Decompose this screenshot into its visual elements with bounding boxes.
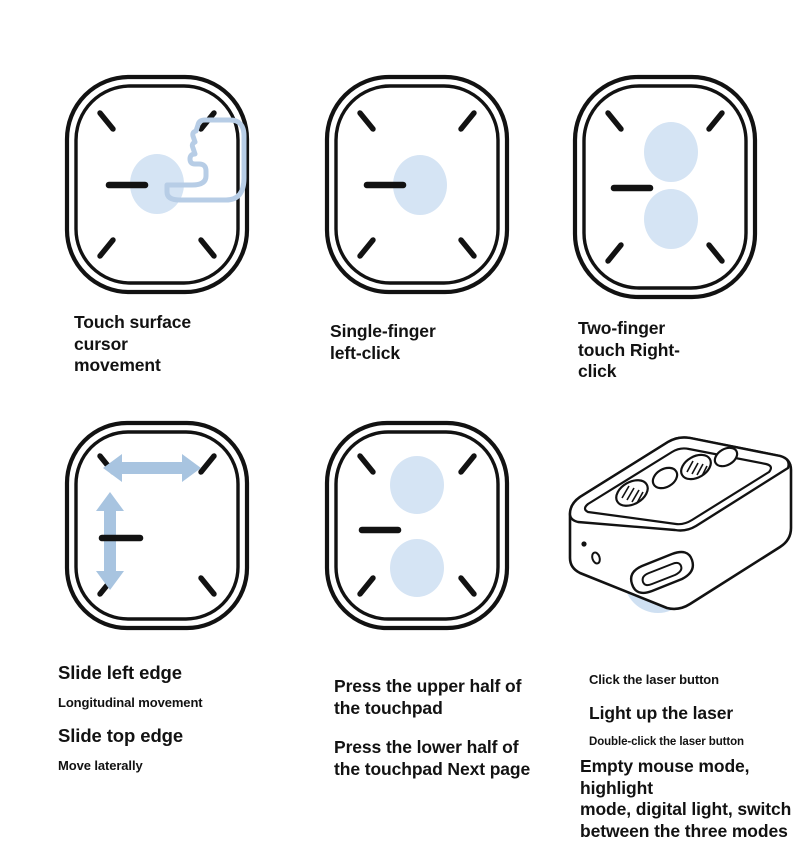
corner-tick-bottom-left-icon xyxy=(97,237,116,259)
figure-presenter-device xyxy=(568,436,793,613)
caption-two-finger-touch-right-click: Two-finger touch Right- click xyxy=(578,318,788,383)
caption-press-upper-half: Press the upper half of the touchpad xyxy=(334,676,564,719)
caption-line-2: cursor xyxy=(74,333,128,354)
hand-cursor-icon xyxy=(164,117,247,203)
horizontal-double-arrow-icon xyxy=(103,454,201,482)
caption-click-the-laser-button: Click the laser button xyxy=(589,672,719,687)
caption-line-1: Touch surface xyxy=(74,312,192,332)
caption-move-laterally: Move laterally xyxy=(58,758,143,773)
touchpad-outline xyxy=(64,420,250,631)
caption-line-1: Empty mouse mode, highlight xyxy=(580,756,750,798)
caption-line-2: the touchpad xyxy=(334,697,443,718)
device-laser-button-inner xyxy=(641,561,683,587)
caption-line-3: click xyxy=(578,361,617,382)
touchpad-outline xyxy=(64,74,250,295)
touchpad-outline xyxy=(572,74,758,300)
corner-tick-bottom-right-icon xyxy=(706,242,725,264)
figure-touchpad-upper-lower-contacts xyxy=(322,418,512,633)
caption-line-3: movement xyxy=(74,355,161,376)
caption-touch-surface-cursor-movement: Touch surface cursor movement xyxy=(74,312,274,377)
caption-line-3: between the three modes xyxy=(580,821,788,842)
touchpad-inner-border xyxy=(334,430,500,621)
touchpad-inner-border xyxy=(582,84,748,290)
corner-tick-bottom-left-icon xyxy=(605,242,624,264)
corner-tick-top-right-icon xyxy=(458,110,477,132)
panel-single-finger-left-click xyxy=(300,72,560,392)
corner-tick-top-right-icon xyxy=(706,110,725,132)
panel-slide-edges xyxy=(40,418,300,798)
caption-line-1: Single-finger xyxy=(330,321,436,341)
corner-tick-bottom-right-icon xyxy=(458,575,477,597)
panel-press-touchpad-halves xyxy=(300,418,560,798)
device-button-ribbed-midright-texture xyxy=(686,460,708,477)
caption-line-1: Press the upper half of xyxy=(334,676,522,696)
figure-touchpad-with-hand-cursor xyxy=(62,72,252,297)
device-charging-port-icon xyxy=(591,551,601,565)
upper-half-contact-blob xyxy=(390,456,444,514)
figure-touchpad-one-contact xyxy=(322,72,512,297)
corner-tick-bottom-right-icon xyxy=(198,575,217,597)
device-button-oval-right xyxy=(713,446,739,468)
caption-line-2: mode, digital light, switch xyxy=(580,799,792,820)
panel-two-finger-touch-right-click xyxy=(548,72,799,402)
corner-tick-top-left-icon xyxy=(97,110,116,132)
corner-tick-bottom-left-icon xyxy=(357,237,376,259)
caption-single-finger-left-click: Single-finger left-click xyxy=(330,321,530,364)
caption-line-2: left-click xyxy=(330,342,400,363)
panel-laser-button xyxy=(548,418,799,798)
figure-touchpad-two-contacts xyxy=(570,72,760,300)
lower-half-contact-blob xyxy=(390,539,444,597)
caption-line-1: Press the lower half of xyxy=(334,737,519,757)
caption-longitudinal-movement: Longitudinal movement xyxy=(58,695,203,710)
caption-press-lower-half: Press the lower half of the touchpad Nex… xyxy=(334,737,574,780)
finger-contact-blob-lower xyxy=(644,189,698,249)
finger-contact-blob xyxy=(393,155,447,215)
corner-tick-top-right-icon xyxy=(198,453,217,475)
corner-tick-top-left-icon xyxy=(357,110,376,132)
finger-contact-blob-upper xyxy=(644,122,698,182)
corner-tick-top-left-icon xyxy=(357,453,376,475)
caption-three-modes: Empty mouse mode, highlight mode, digita… xyxy=(580,756,799,843)
corner-tick-top-right-icon xyxy=(458,453,477,475)
device-led-indicator-icon xyxy=(581,541,587,547)
caption-line-1: Two-finger xyxy=(578,318,666,338)
caption-light-up-the-laser: Light up the laser xyxy=(589,703,734,723)
corner-tick-bottom-right-icon xyxy=(458,237,477,259)
touchpad-outline xyxy=(324,420,510,631)
corner-tick-top-left-icon xyxy=(605,110,624,132)
caption-double-click-the-laser-button: Double-click the laser button xyxy=(589,736,744,748)
device-button-ribbed-left-texture xyxy=(621,485,644,504)
corner-tick-bottom-left-icon xyxy=(357,575,376,597)
caption-slide-top-edge: Slide top edge xyxy=(58,725,184,746)
caption-line-2: the touchpad Next page xyxy=(334,758,531,779)
corner-tick-bottom-right-icon xyxy=(198,237,217,259)
figure-touchpad-with-arrows xyxy=(62,418,252,633)
caption-line-2: touch Right- xyxy=(578,339,680,360)
caption-slide-left-edge: Slide left edge xyxy=(58,662,182,683)
device-button-oval-midleft xyxy=(651,466,679,490)
touchpad-outline xyxy=(324,74,510,295)
panel-touch-surface-cursor-movement xyxy=(40,72,300,392)
